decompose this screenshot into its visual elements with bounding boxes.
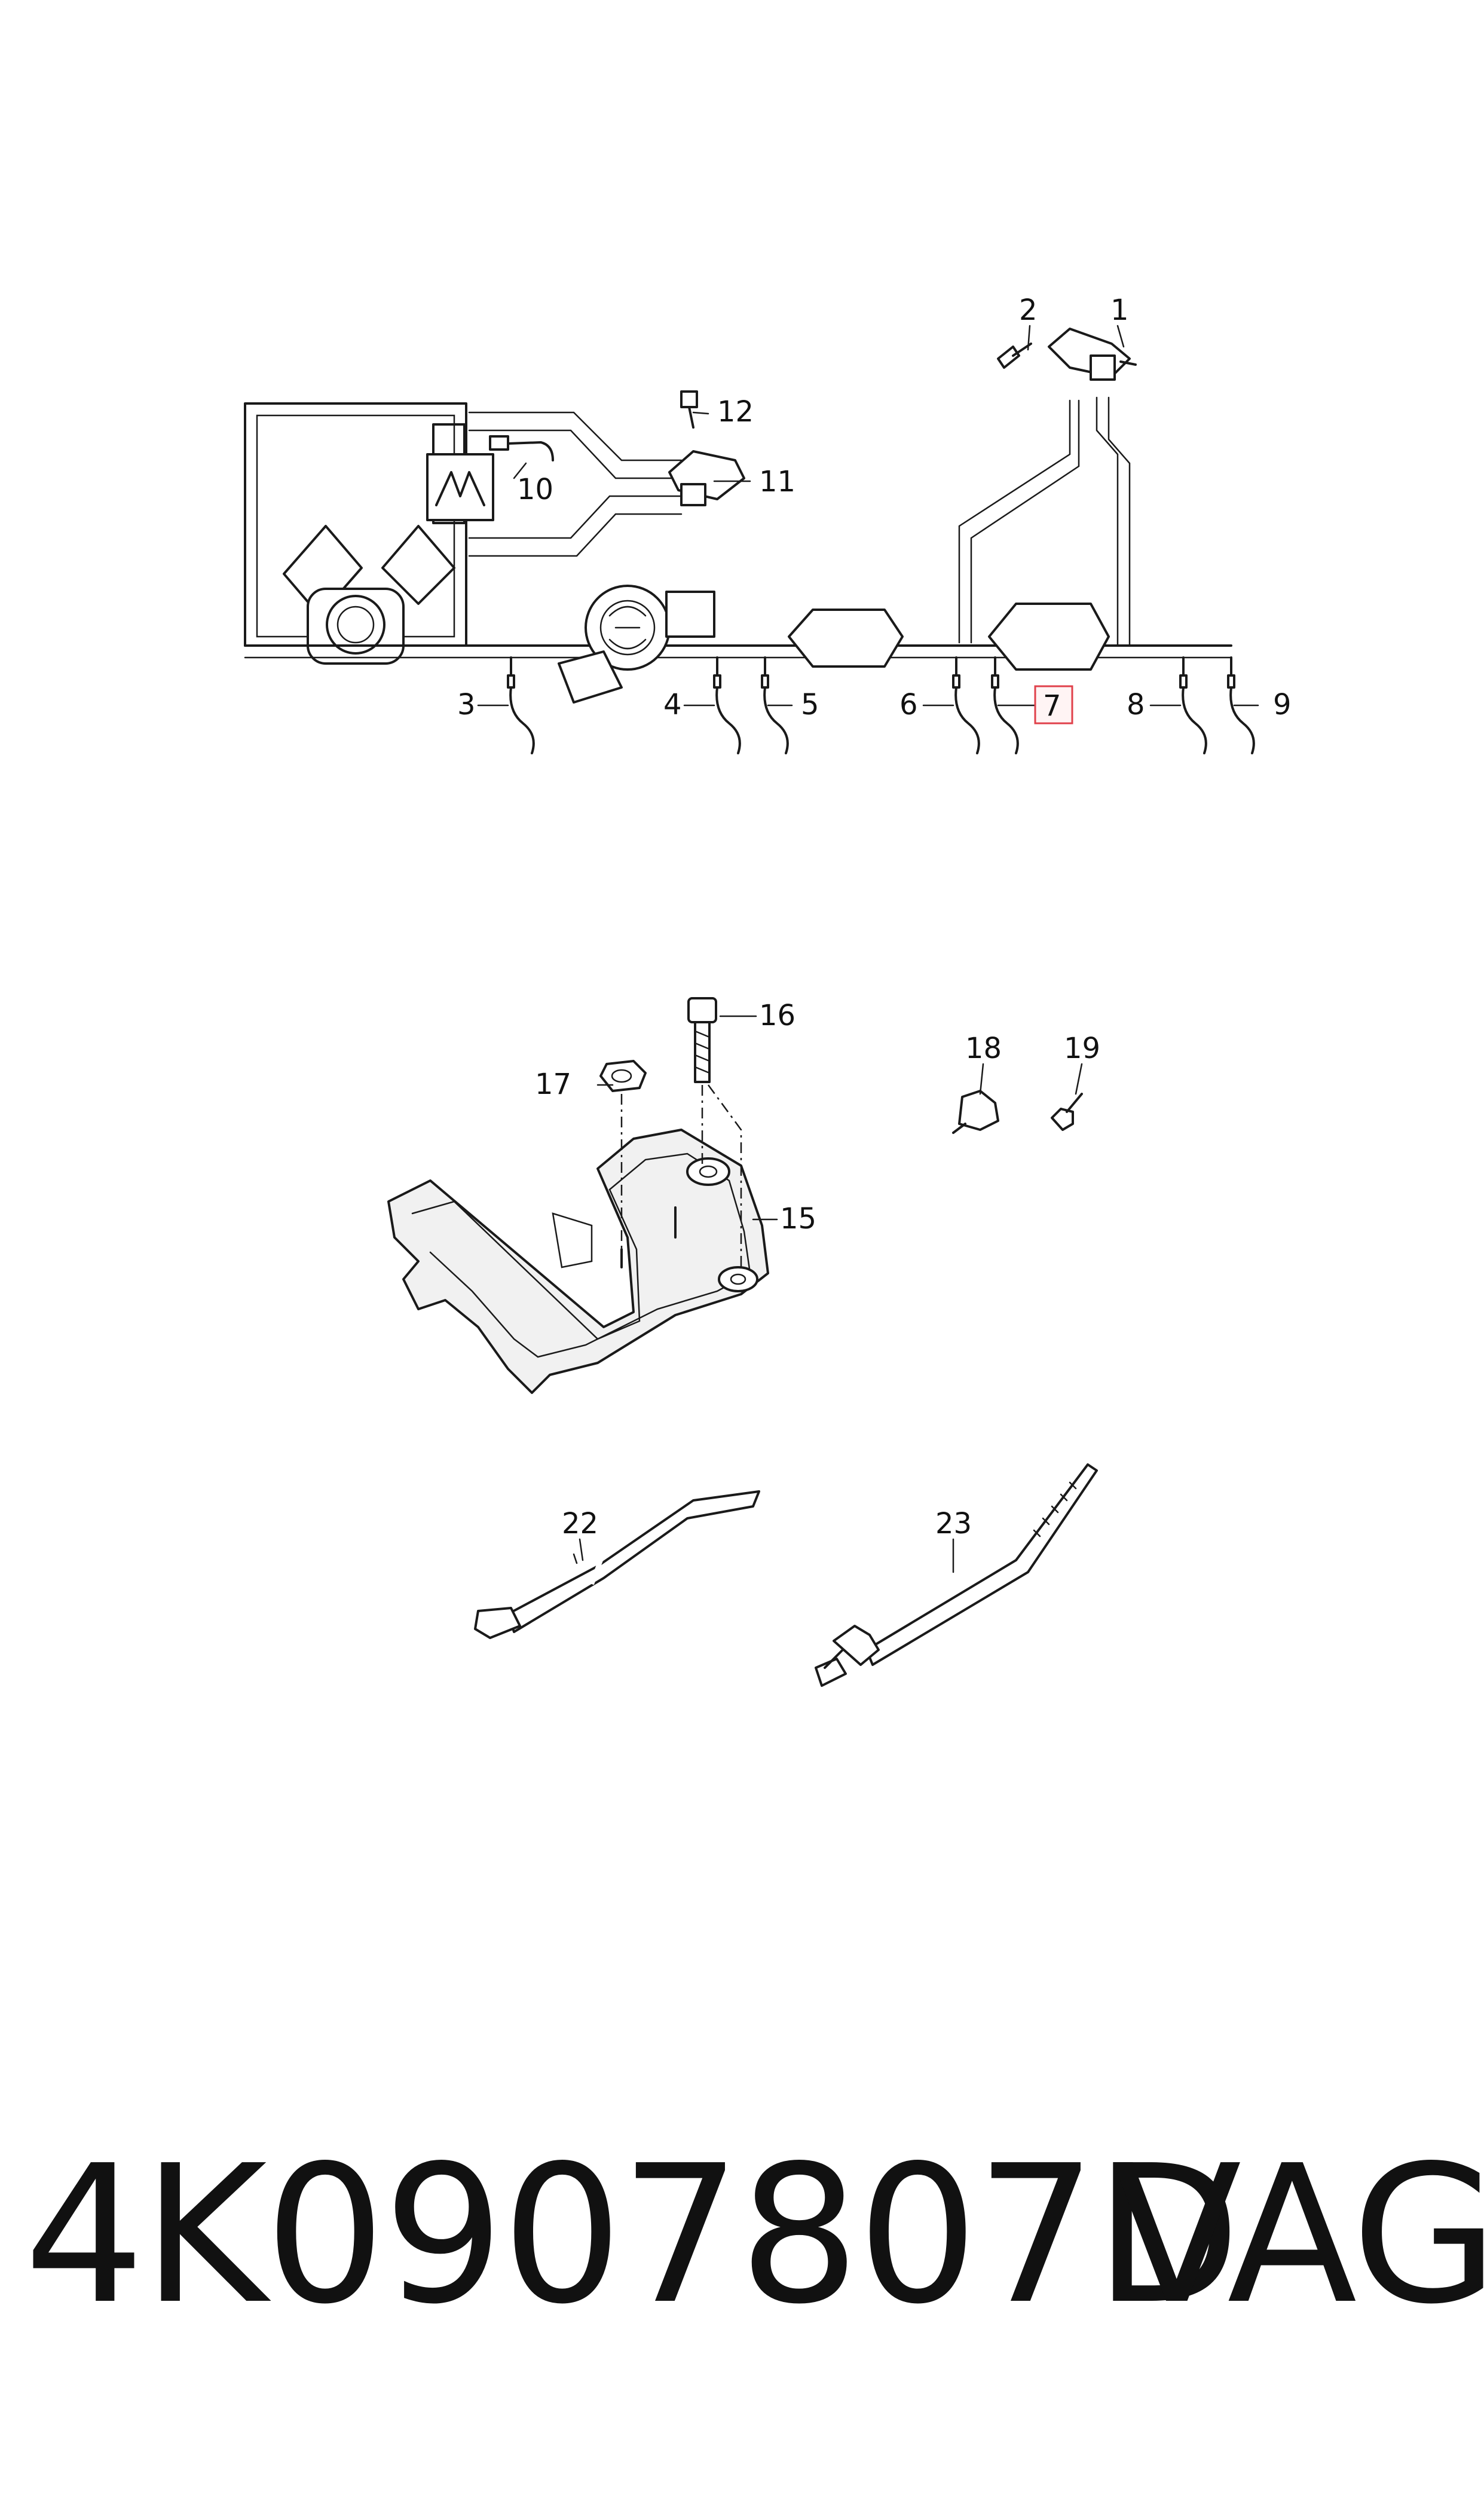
sensor-pigtails xyxy=(507,656,1255,754)
callout-23: 23 xyxy=(935,1507,972,1540)
callout-1: 1 xyxy=(1110,294,1129,327)
callout-8: 8 xyxy=(1127,688,1145,722)
callout-18: 18 xyxy=(965,1032,1002,1065)
callout-12: 12 xyxy=(717,395,754,429)
cable-tie-part-23 xyxy=(815,1463,1098,1687)
callout-16: 16 xyxy=(759,999,795,1032)
clip-part-18 xyxy=(952,1090,999,1134)
bolt-part-2 xyxy=(997,343,1032,369)
pressure-sensor-part-1 xyxy=(1048,328,1137,381)
part-number: 4K0907807D xyxy=(24,2124,1241,2346)
particulate-filter xyxy=(988,603,1110,671)
callout-22: 22 xyxy=(562,1507,598,1540)
bolt-part-16 xyxy=(687,997,717,1083)
footer: 4K0907807D VAG xyxy=(24,2124,1484,2391)
callout-2: 2 xyxy=(1019,294,1038,327)
callout-4: 4 xyxy=(663,688,682,722)
callout-10: 10 xyxy=(517,473,553,506)
connector-part-10 xyxy=(489,435,554,461)
bracket-part-15 xyxy=(387,1129,769,1394)
nut-part-17 xyxy=(599,1060,647,1092)
brand-name: VAG xyxy=(1112,2124,1484,2346)
bolt-part-12 xyxy=(680,390,698,429)
cable-ties: 22 23 xyxy=(474,1463,1098,1687)
catalytic-converter xyxy=(788,609,904,668)
screw-part-19 xyxy=(1051,1093,1083,1131)
cable-tie-part-22 xyxy=(474,1490,760,1639)
callout-3: 3 xyxy=(457,688,476,722)
callout-6: 6 xyxy=(899,688,918,722)
callout-19: 19 xyxy=(1064,1032,1100,1065)
callout-5: 5 xyxy=(801,688,819,722)
engine-block xyxy=(244,402,494,665)
callout-7: 7 xyxy=(1043,689,1061,723)
callout-17: 17 xyxy=(535,1068,571,1101)
sensor-part-11 xyxy=(668,450,745,506)
highlight-box-part-7 xyxy=(1034,685,1073,724)
bracket-assembly: 16 17 15 18 19 xyxy=(387,997,1100,1394)
callout-15: 15 xyxy=(780,1202,816,1236)
exhaust-schematic: 1 2 3 4 5 6 7 8 9 10 11 12 xyxy=(244,294,1292,754)
callout-9: 9 xyxy=(1273,688,1292,722)
turbocharger xyxy=(558,585,715,704)
callout-11: 11 xyxy=(759,465,795,499)
